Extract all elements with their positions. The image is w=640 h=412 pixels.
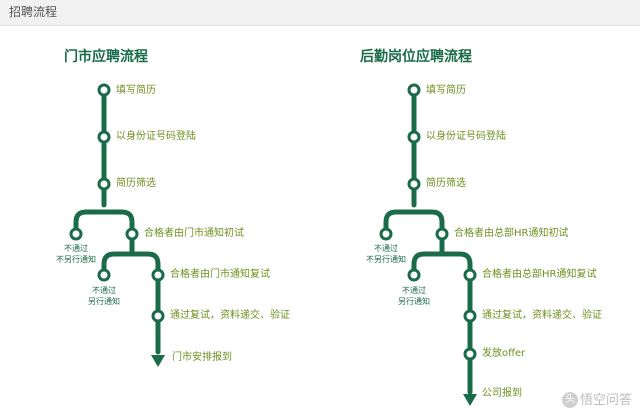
flow2-branch-1-line2: 不另行通知 <box>366 255 406 264</box>
flow2-step-3: 简历筛选 <box>426 178 466 189</box>
flow1-node-2 <box>97 130 111 144</box>
flow1-branch-node-2 <box>97 268 111 282</box>
flow2-branch-2-line2: 另行通知 <box>398 297 430 306</box>
flow1-branch-1-line2: 不另行通知 <box>56 255 96 264</box>
flow2-branch-2-line1: 不通过 <box>402 286 426 295</box>
flow2-node-1 <box>407 83 421 97</box>
flow1-node-4 <box>125 227 139 241</box>
flow1-step-4: 合格者由门市通知初试 <box>144 228 244 239</box>
watermark-badge-icon: 头 <box>561 392 578 408</box>
flow1-split-2 <box>101 251 161 277</box>
flow2-branch-1-line1: 不通过 <box>374 244 398 253</box>
flow2-step-4: 合格者由总部HR通知初试 <box>454 228 569 239</box>
flow2-node-3 <box>407 177 421 191</box>
watermark: 头悟空问答 <box>561 389 632 408</box>
flow1-step-7: 门市安排报到 <box>172 352 232 363</box>
flow1-step-5: 合格者由门市通知复试 <box>170 269 270 280</box>
page-header: 招聘流程 <box>0 0 640 26</box>
flow1-node-1 <box>97 83 111 97</box>
flow1-branch-node-1 <box>69 227 83 241</box>
flow1-branch-2-line2: 另行通知 <box>88 297 120 306</box>
flow1-step-3: 简历筛选 <box>116 178 156 189</box>
flow2-step-7: 发放offer <box>482 348 526 359</box>
watermark-text: 悟空问答 <box>579 392 632 408</box>
flow2-title: 后勤岗位应聘流程 <box>360 49 472 65</box>
flow2-step-6: 通过复试，资料递交、验证 <box>482 310 602 321</box>
flow1-step-1: 填写简历 <box>116 85 156 96</box>
flow2-branch-node-1 <box>379 227 393 241</box>
flow2-step-2: 以身份证号码登陆 <box>426 131 506 142</box>
flow2-split-1 <box>383 209 445 236</box>
flow2-node-6 <box>463 309 477 323</box>
flow2-split-2 <box>411 251 473 277</box>
flow2-node-4 <box>435 227 449 241</box>
flow1-arrowhead <box>151 355 165 367</box>
page-title: 招聘流程 <box>9 5 58 19</box>
flow2-node-5 <box>463 268 477 282</box>
flow1-title: 门市应聘流程 <box>64 49 148 65</box>
flow1-branch-1-line1: 不通过 <box>64 244 88 253</box>
flow2-step-1: 填写简历 <box>426 85 466 96</box>
flow1-node-5 <box>151 268 165 282</box>
flow2-node-7 <box>463 347 477 361</box>
flow2-step-5: 合格者由总部HR通知复试 <box>482 269 597 280</box>
flow2-arrowhead <box>463 394 477 406</box>
flow1-step-2: 以身份证号码登陆 <box>116 131 196 142</box>
flow2-step-8: 公司报到 <box>482 388 522 399</box>
flow1-step-6: 通过复试，资料递交、验证 <box>170 310 290 321</box>
flow2-branch-node-2 <box>407 268 421 282</box>
flow1-node-6 <box>151 309 165 323</box>
flow1-branch-2-line1: 不通过 <box>92 286 116 295</box>
flow2-node-2 <box>407 130 421 144</box>
flow1-node-3 <box>97 177 111 191</box>
flow1-split-1 <box>73 209 135 236</box>
